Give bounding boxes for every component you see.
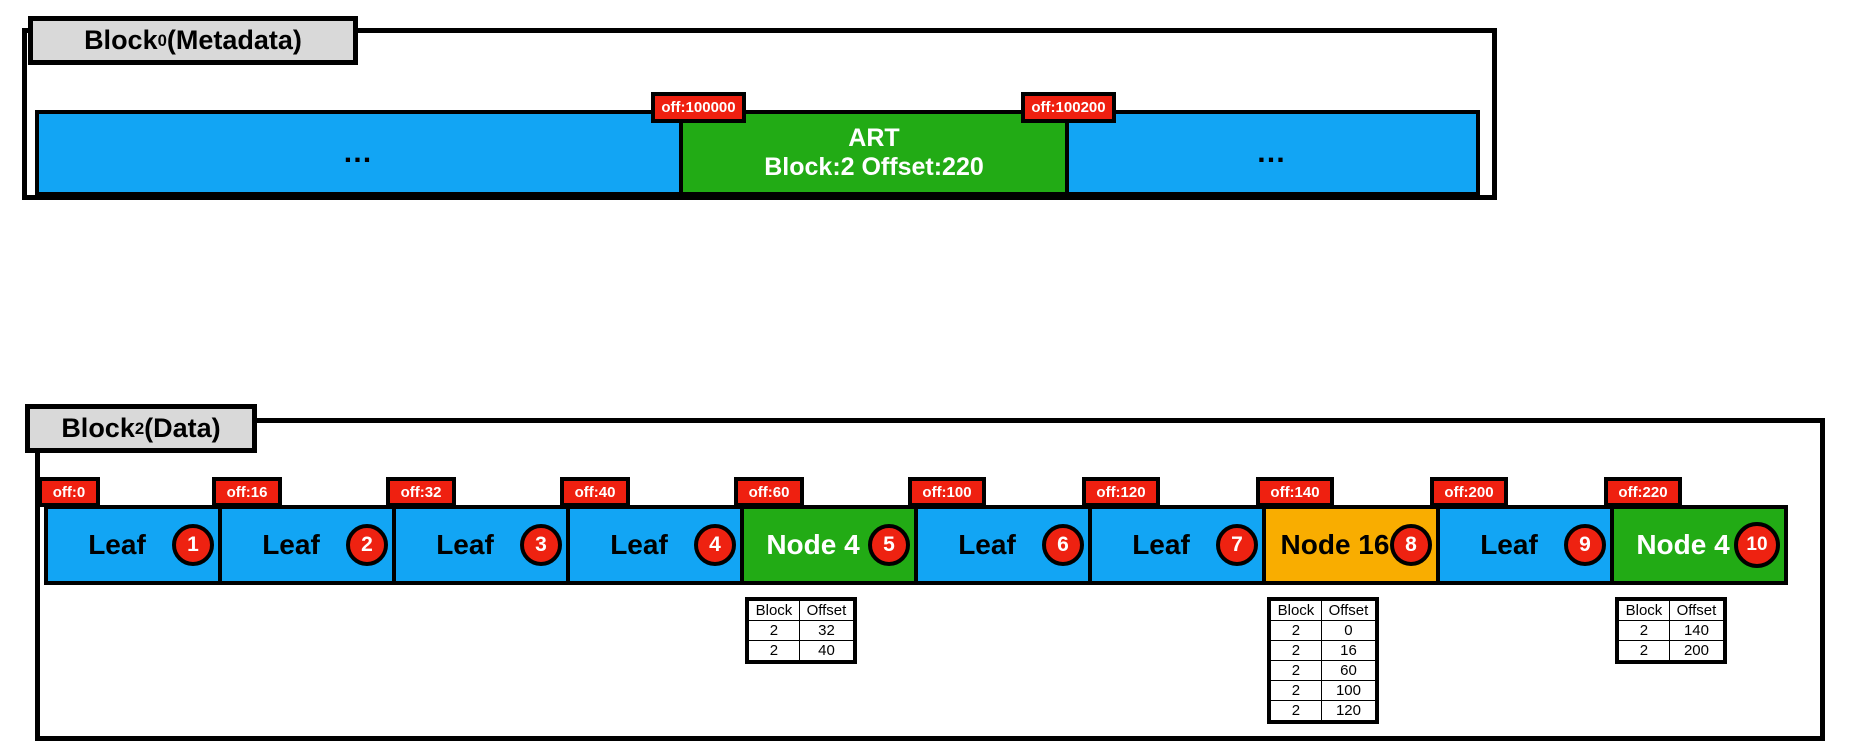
data-segment-2-label: Leaf [262,529,320,560]
pointer-table-2-cell-2-0: 2 [1270,660,1322,681]
pointer-table-2-header-block: Block [1270,600,1322,621]
pointer-table-1-cell-1-0: 2 [748,640,800,661]
data-block-label-suffix: (Data) [144,413,221,443]
metadata-segment-1-line2: Block:2 Offset:220 [764,153,984,181]
data-segment-3-label: Leaf [436,529,494,560]
pointer-table-3-cell-1-1: 200 [1668,640,1725,661]
pointer-table-2-cell-0-0: 2 [1270,620,1322,641]
pointer-table-3-cell-0-0: 2 [1618,620,1670,641]
data-offset-tag-16: off:16 [212,477,282,507]
data-segment-4-label: Leaf [610,529,668,560]
data-segment-1-label: Leaf [88,529,146,560]
data-segment-6-badge: 6 [1042,524,1084,566]
pointer-table-1-cell-0-1: 32 [798,620,855,641]
data-segment-10-badge: 10 [1734,522,1780,568]
pointer-table-2-cell-2-1: 60 [1320,660,1377,681]
pointer-table-3-cell-0-1: 140 [1668,620,1725,641]
data-segment-3-badge: 3 [520,524,562,566]
metadata-segment-art-entry: ART Block:2 Offset:220 [679,110,1069,196]
metadata-segment-1-label: ART Block:2 Offset:220 [764,124,984,182]
data-offset-tag-120: off:120 [1082,477,1160,507]
data-segment-4-badge: 4 [694,524,736,566]
data-offset-tag-0: off:0 [38,477,100,507]
data-segment-10-label: Node 4 [1636,529,1730,560]
pointer-table-2-cell-4-1: 120 [1320,700,1377,721]
pointer-table-1-header-offset: Offset [798,600,855,621]
pointer-table-2-cell-3-0: 2 [1270,680,1322,701]
data-segment-5-badge: 5 [868,524,910,566]
pointer-table-1-header-block: Block [748,600,800,621]
pointer-table-1-cell-1-1: 40 [798,640,855,661]
metadata-segment-strip: … ART Block:2 Offset:220 … [35,110,1484,196]
metadata-segment-1-line1: ART [848,124,900,153]
data-offset-tag-32: off:32 [386,477,456,507]
data-block-label-prefix: Block [61,413,135,443]
metadata-segment-0-label: … [342,136,376,169]
pointer-table-2-cell-1-0: 2 [1270,640,1322,661]
pointer-table-2-cell-3-1: 100 [1320,680,1377,701]
pointer-table-3-cell-1-0: 2 [1618,640,1670,661]
metadata-block-label-prefix: Block [84,25,158,55]
pointer-table-3-header-block: Block [1618,600,1670,621]
data-offset-tag-220: off:220 [1604,477,1682,507]
metadata-block-label-suffix: (Metadata) [166,25,302,55]
metadata-segment-ellipsis-left: … [35,110,683,196]
data-segment-5-label: Node 4 [766,529,860,560]
data-segment-8-badge: 8 [1390,524,1432,566]
data-segment-8-label: Node 16 [1280,529,1390,560]
data-segment-9-badge: 9 [1564,524,1606,566]
data-offset-tag-200: off:200 [1430,477,1508,507]
pointer-table-2-header-offset: Offset [1320,600,1377,621]
data-offset-tag-140: off:140 [1256,477,1334,507]
metadata-segment-ellipsis-right: … [1065,110,1480,196]
data-segment-1-badge: 1 [172,524,214,566]
metadata-segment-2-label: … [1256,136,1289,169]
data-segment-6-label: Leaf [958,529,1016,560]
data-offset-tag-100: off:100 [908,477,986,507]
data-segment-7-label: Leaf [1132,529,1190,560]
data-segment-9-label: Leaf [1480,529,1538,560]
pointer-table-1-cell-0-0: 2 [748,620,800,641]
data-offset-tag-60: off:60 [734,477,804,507]
data-segment-2-badge: 2 [346,524,388,566]
data-segment-7-badge: 7 [1216,524,1258,566]
pointer-table-3-header-offset: Offset [1668,600,1725,621]
pointer-table-2-cell-1-1: 16 [1320,640,1377,661]
metadata-offset-tag-100200: off:100200 [1021,92,1116,123]
metadata-offset-tag-100000: off:100000 [651,92,746,123]
data-segment-strip: Leaf Leaf Leaf Leaf Node 4 Leaf Leaf Node 16 Lea… [44,505,1818,585]
data-segment-4-leaf: Leaf [566,505,744,585]
pointer-table-2-cell-4-0: 2 [1270,700,1322,721]
pointer-table-2-cell-0-1: 0 [1320,620,1377,641]
data-offset-tag-40: off:40 [560,477,630,507]
